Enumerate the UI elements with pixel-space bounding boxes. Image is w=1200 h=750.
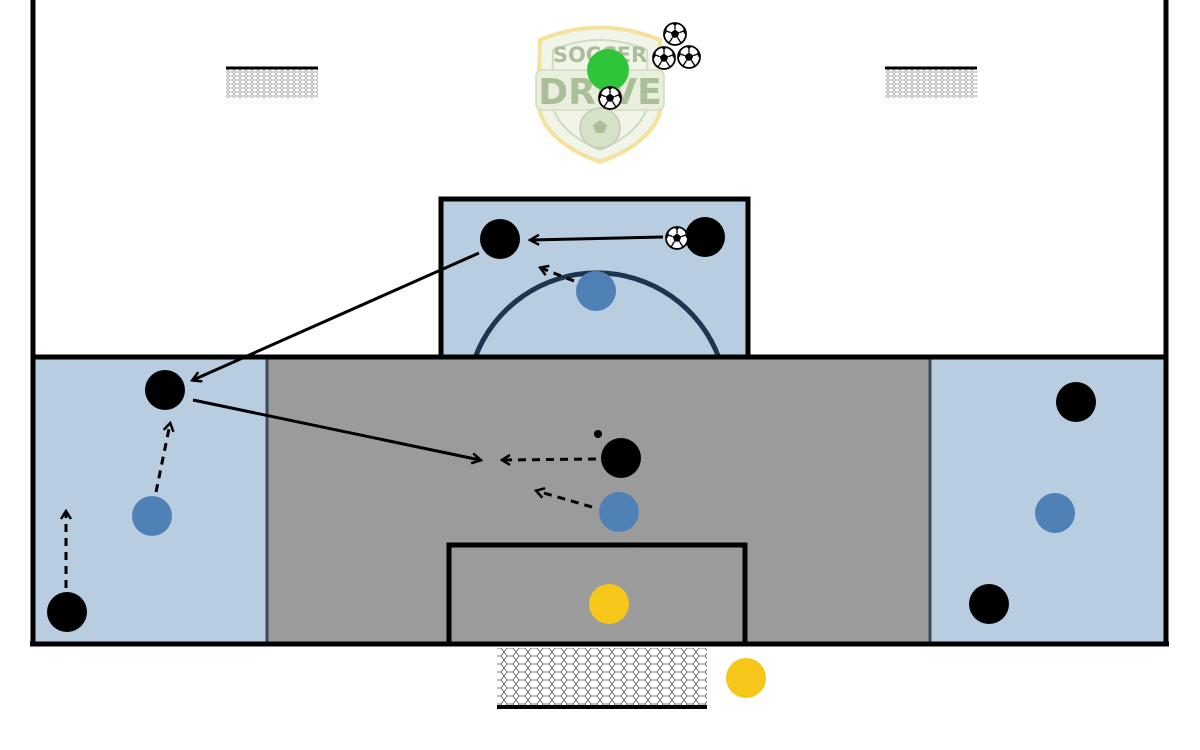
ball-icon-1 — [663, 22, 687, 46]
ball-icon-5 — [665, 226, 689, 250]
ball-icon-2 — [652, 46, 676, 70]
player-black-left-bottom — [47, 592, 87, 632]
run-arrow-top — [541, 268, 575, 283]
ball-icon-4 — [598, 86, 622, 110]
player-blue-center — [599, 492, 639, 532]
pass-arrow-2 — [193, 251, 480, 380]
penalty-box — [446, 542, 748, 647]
ball-dot — [594, 430, 602, 438]
run-arrow-center-black — [503, 459, 597, 460]
player-blue-top — [576, 271, 616, 311]
player-black-center — [601, 438, 641, 478]
top-left-goal — [226, 66, 318, 98]
player-black-top-right — [685, 217, 725, 257]
player-black-left-wing — [145, 370, 185, 410]
top-right-goal — [885, 66, 977, 98]
player-yellow-outside — [726, 658, 766, 698]
ball-icon-3 — [677, 45, 701, 69]
run-arrow-center-blue — [537, 491, 593, 509]
player-blue-right — [1035, 493, 1075, 533]
player-black-top-left — [480, 219, 520, 259]
pass-arrow-1 — [531, 237, 664, 240]
goalkeeper-yellow — [589, 584, 629, 624]
run-arrow-left-blue — [154, 424, 170, 493]
player-black-right-top — [1056, 382, 1096, 422]
player-black-right-bottom — [969, 584, 1009, 624]
player-blue-left-wing — [132, 496, 172, 536]
bottom-goal — [497, 648, 707, 709]
pass-arrow-3 — [192, 398, 480, 460]
coach-green-marker — [587, 49, 629, 91]
